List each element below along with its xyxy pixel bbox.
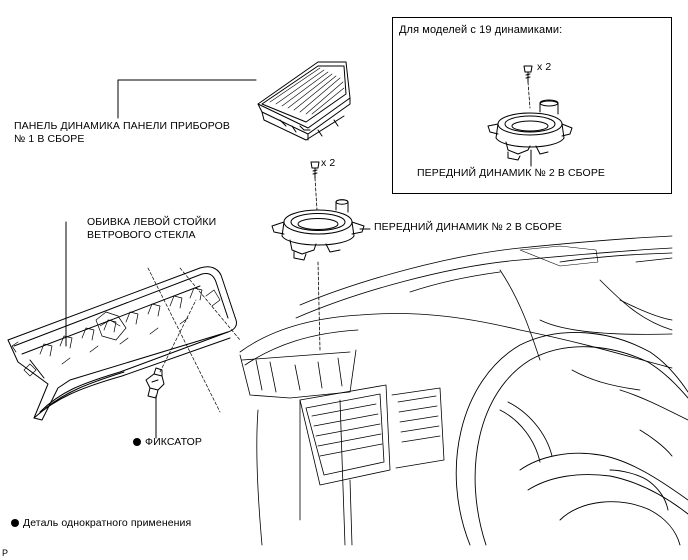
inset-box	[392, 17, 672, 194]
one-time-use-dot-icon	[133, 438, 141, 446]
clip-label-text: ФИКСАТОР	[145, 436, 202, 448]
clip-guide	[159, 299, 197, 373]
speaker-panel-assembly	[257, 61, 351, 141]
pillar-guide-1	[147, 267, 221, 413]
steering-wheel	[455, 331, 688, 546]
clip-label: ФИКСАТОР	[133, 436, 202, 449]
legend: Деталь однократного применения	[11, 517, 191, 530]
pillar-label-line2: ВЕТРОВОГО СТЕКЛА	[87, 229, 196, 241]
screw-icon	[310, 161, 320, 179]
screw-qty-label: x 2	[321, 157, 336, 169]
inset-speaker-label: ПЕРЕДНИЙ ДИНАМИК № 2 В СБОРЕ	[417, 167, 606, 179]
speaker-assembly	[271, 199, 365, 261]
speaker-axis	[317, 261, 321, 351]
leader-panel	[117, 79, 257, 119]
inset-speaker-assembly	[487, 99, 573, 161]
inset-screw-qty: x 2	[537, 61, 552, 73]
inset-title: Для моделей с 19 динамиками:	[399, 24, 563, 36]
pillar-label-line1: ОБИВКА ЛЕВОЙ СТОЙКИ	[87, 216, 217, 228]
legend-dot-icon	[11, 519, 19, 527]
dashboard-outline	[239, 235, 673, 546]
pillar-garnish	[7, 266, 237, 421]
inset-screw-icon	[523, 65, 533, 83]
corner-mark: P	[2, 548, 9, 558]
inset-screw-axis	[527, 81, 531, 109]
speaker-label: ПЕРЕДНИЙ ДИНАМИК № 2 В СБОРЕ	[374, 221, 563, 233]
clip-icon	[145, 367, 165, 399]
pillar-guide-2	[179, 267, 241, 341]
panel-label-line2: № 1 В СБОРЕ	[14, 133, 85, 145]
legend-text: Деталь однократного применения	[23, 517, 192, 529]
panel-label-line1: ПАНЕЛЬ ДИНАМИКА ПАНЕЛИ ПРИБОРОВ	[14, 120, 230, 132]
screw-axis	[314, 177, 318, 211]
